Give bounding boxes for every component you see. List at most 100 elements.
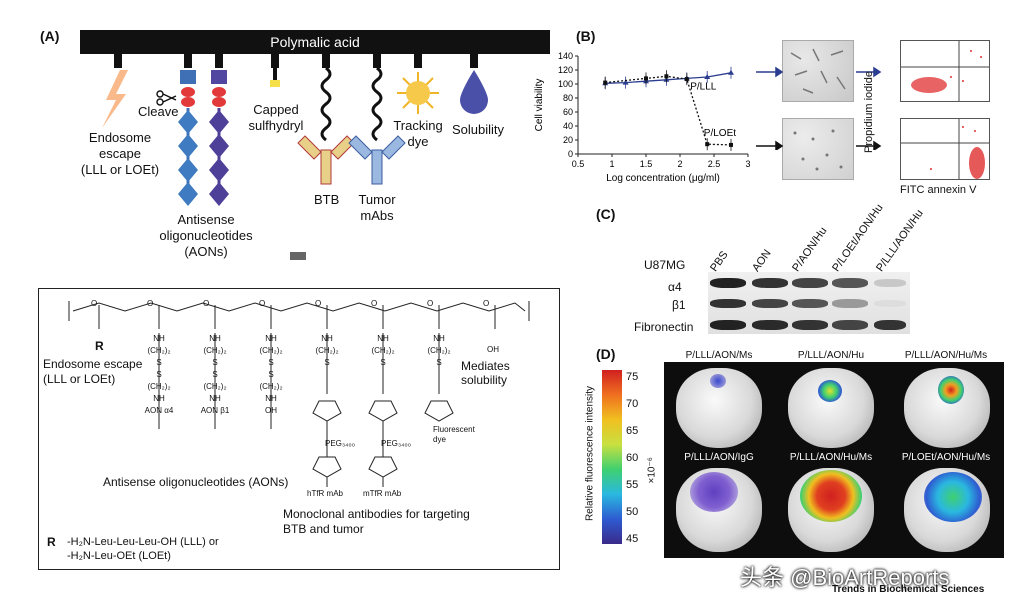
y-tick-label: 60 (563, 107, 573, 117)
colorbar-tick-label: 50 (626, 506, 639, 518)
blot-band (832, 278, 868, 288)
solubility-label: Solubility (452, 122, 505, 137)
x-tick-label: 1 (609, 159, 614, 169)
blot-band (792, 299, 828, 308)
chemical-structure-box: O O O O O O O O R Endosome escape(LLL or… (38, 288, 560, 570)
lightning-icon (102, 70, 128, 128)
x-tick-label: 2 (677, 159, 682, 169)
htfr-mab-label: hTfR mAb (307, 489, 344, 498)
blot-band (710, 278, 746, 288)
blot-row-fibronectin: Fibronectin (634, 320, 694, 334)
x-tick-label: 0.5 (572, 159, 585, 169)
mediates-solubility-label: Mediates solubility (461, 359, 510, 387)
blot-band (792, 320, 828, 330)
flow-plot-ploet (900, 118, 990, 180)
tumor-antibody-icon (348, 135, 406, 185)
colorbar (602, 370, 622, 544)
colorbar-tick-label: 45 (626, 533, 639, 545)
colorbar-tick-label: 55 (626, 479, 639, 491)
flow-ylabel: Propidium iodide (863, 71, 875, 153)
scissors-icon (156, 90, 177, 106)
colorbar-label: Relative fluorescence intensity (584, 385, 596, 522)
peg-label: PEG₃₄₀₀ (381, 439, 412, 448)
panel-a-letter: (A) (40, 28, 60, 44)
polymer-structure-diagram (68, 301, 530, 487)
conjugate-schematic (102, 54, 488, 260)
y-tick-label: 100 (558, 79, 573, 89)
panel-d-letter: (D) (596, 346, 616, 362)
flow-ylabel-container: Propidium iodide (862, 54, 876, 174)
x-tick-label: 3 (745, 159, 750, 169)
blot-row-b1: β1 (672, 298, 686, 312)
y-tick-label: 80 (563, 93, 573, 103)
btb-label: BTB (314, 192, 340, 207)
flow-plot-plll (900, 40, 990, 102)
blot-band (874, 300, 906, 307)
peg-label: PEG₃₄₀₀ (325, 439, 356, 448)
y-tick-label: 40 (563, 121, 573, 131)
brain-label: P/LLL/AON/Hu (797, 350, 865, 361)
brain-image-grid: P/LLL/AON/Ms P/LLL/AON/Hu P/LLL/AON/Hu/M… (664, 350, 1004, 558)
backbone-o: O (91, 299, 98, 308)
backbone-o: O (427, 299, 434, 308)
watermark: 头条 @BioArtReports (740, 565, 950, 590)
polymalic-acid-backbone: Polymalic acid (80, 30, 550, 54)
brain-image (904, 468, 990, 552)
blot-band (792, 278, 828, 288)
drop-icon (460, 70, 488, 114)
btb-antibody-icon (297, 135, 355, 185)
r-group: R (95, 339, 104, 353)
y-tick-label: 20 (563, 135, 573, 145)
lane-label: P/AON/Hu (790, 225, 830, 274)
lane-label: PBS (708, 249, 731, 274)
brain-label: P/LLL/AON/Hu/Ms (904, 350, 988, 361)
brain-image (788, 368, 874, 448)
brain-label: P/LLL/AON/Ms (685, 350, 753, 361)
journal-name: Trends in Biochemical Sciences (832, 584, 985, 595)
btb-linker (320, 66, 332, 142)
x-tick-label: 2.5 (708, 159, 721, 169)
aon-chain-left (178, 70, 198, 206)
backbone-o: O (315, 299, 322, 308)
r-definition-letter: R (47, 535, 56, 549)
brain-label: P/LLL/AON/IgG (684, 452, 754, 463)
brain-label: P/LLL/AON/Hu/Ms (789, 452, 873, 463)
flow-arrows (756, 66, 882, 150)
y-tick-label: 0 (568, 149, 573, 159)
blot-band (710, 299, 746, 308)
colorbar-tick-label: 65 (626, 425, 639, 437)
r-definition: -H₂N-Leu-Leu-Leu-OH (LLL) or-H₂N-Leu-OEt… (67, 536, 219, 562)
colorbar-tick-label: 70 (626, 398, 639, 410)
lane-label: P/LLL/AON/Hu (874, 207, 926, 274)
brain-image (788, 468, 874, 552)
backbone-o: O (147, 299, 154, 308)
aon-chain-right (209, 70, 229, 206)
x-tick-label: 1.5 (640, 159, 653, 169)
backbone-o: O (259, 299, 266, 308)
y-axis-label: Cell viability (534, 79, 545, 132)
sun-icon (397, 72, 439, 114)
microscopy-image-ploet (782, 118, 854, 180)
blot-band (752, 299, 788, 308)
blot-band (874, 279, 906, 287)
oh-label: OH (487, 345, 499, 354)
blot-band (752, 320, 788, 330)
series-label: P/LOEt (704, 128, 736, 139)
colorbar-tick-label: 75 (626, 371, 639, 383)
cleave-label: Cleave (138, 104, 179, 119)
brain-label: P/LOEt/AON/Hu/Ms (901, 452, 991, 463)
y-tick-label: 120 (558, 65, 573, 75)
brain-image (676, 368, 762, 448)
colorbar-tick-label: 60 (626, 452, 639, 464)
blot-band (752, 278, 788, 288)
flow-xlabel: FITC annexin V (900, 184, 977, 196)
